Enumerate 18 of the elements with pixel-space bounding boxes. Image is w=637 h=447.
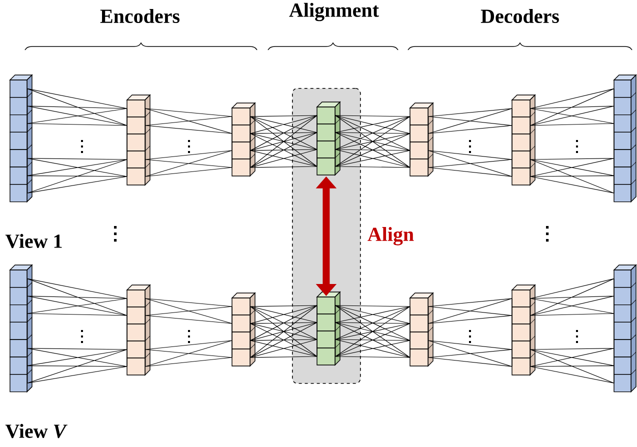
connection-lines [250, 115, 318, 168]
heading: Alignment [289, 2, 379, 22]
edge-label: Align [368, 227, 414, 246]
connection-lines [145, 108, 232, 177]
connection-lines [27, 88, 128, 194]
heading: Decoders [480, 8, 559, 24]
view-label: View V [5, 424, 68, 438]
connection-lines [335, 305, 410, 358]
connection-lines [335, 115, 410, 168]
connection-lines [145, 298, 232, 367]
connection-lines [428, 108, 512, 177]
view-label: View 1 [5, 234, 62, 248]
heading: Encoders [100, 8, 180, 24]
connection-lines [428, 298, 512, 367]
connection-lines [530, 88, 614, 194]
connection-lines [530, 278, 614, 384]
connection-lines [27, 278, 128, 384]
connection-lines [250, 305, 318, 358]
